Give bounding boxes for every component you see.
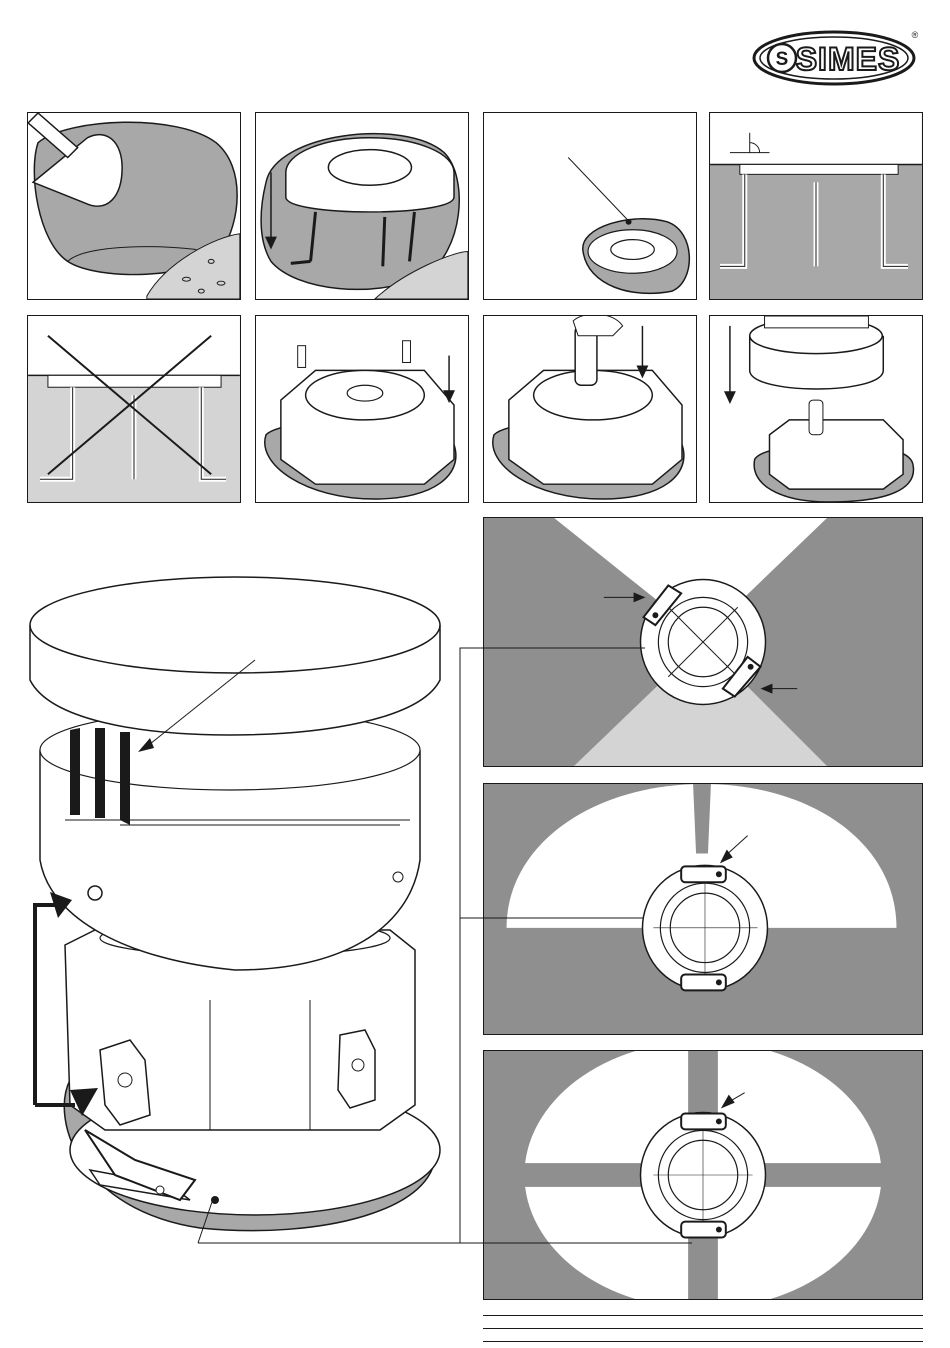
wide-beam-icon <box>484 784 922 1034</box>
option-cross-beam-panel <box>483 1050 923 1300</box>
insert-lamp-icon <box>484 316 696 502</box>
footer-rule-3 <box>483 1341 923 1342</box>
insert-frame-icon <box>256 113 468 299</box>
double-beam-icon <box>484 518 922 766</box>
option-wide-beam-panel <box>483 783 923 1035</box>
registered-mark: ® <box>912 30 919 40</box>
trowel-concrete-icon <box>28 113 240 299</box>
step-5-panel <box>27 315 241 503</box>
step-1-panel <box>27 112 241 300</box>
footer-rule-2 <box>483 1328 923 1329</box>
footer-rule-1 <box>483 1315 923 1316</box>
step-3-panel <box>483 112 697 300</box>
logo-mark: S <box>776 49 789 70</box>
cross-beam-icon <box>484 1051 922 1299</box>
wrong-install-icon <box>28 316 240 502</box>
level-check-icon <box>710 113 922 299</box>
step-2-panel <box>255 112 469 300</box>
step-8-panel <box>709 315 923 503</box>
step-4-panel <box>709 112 923 300</box>
option-double-beam-panel <box>483 517 923 767</box>
step-6-panel <box>255 315 469 503</box>
exploded-view-diagram <box>20 560 470 1250</box>
logo-wordmark: SIMES <box>796 41 901 77</box>
simes-logo: S SIMES ® <box>752 28 922 88</box>
step-7-panel <box>483 315 697 503</box>
close-cover-icon <box>710 316 922 502</box>
frame-in-concrete-icon <box>484 113 696 299</box>
screw-body-icon <box>256 316 468 502</box>
